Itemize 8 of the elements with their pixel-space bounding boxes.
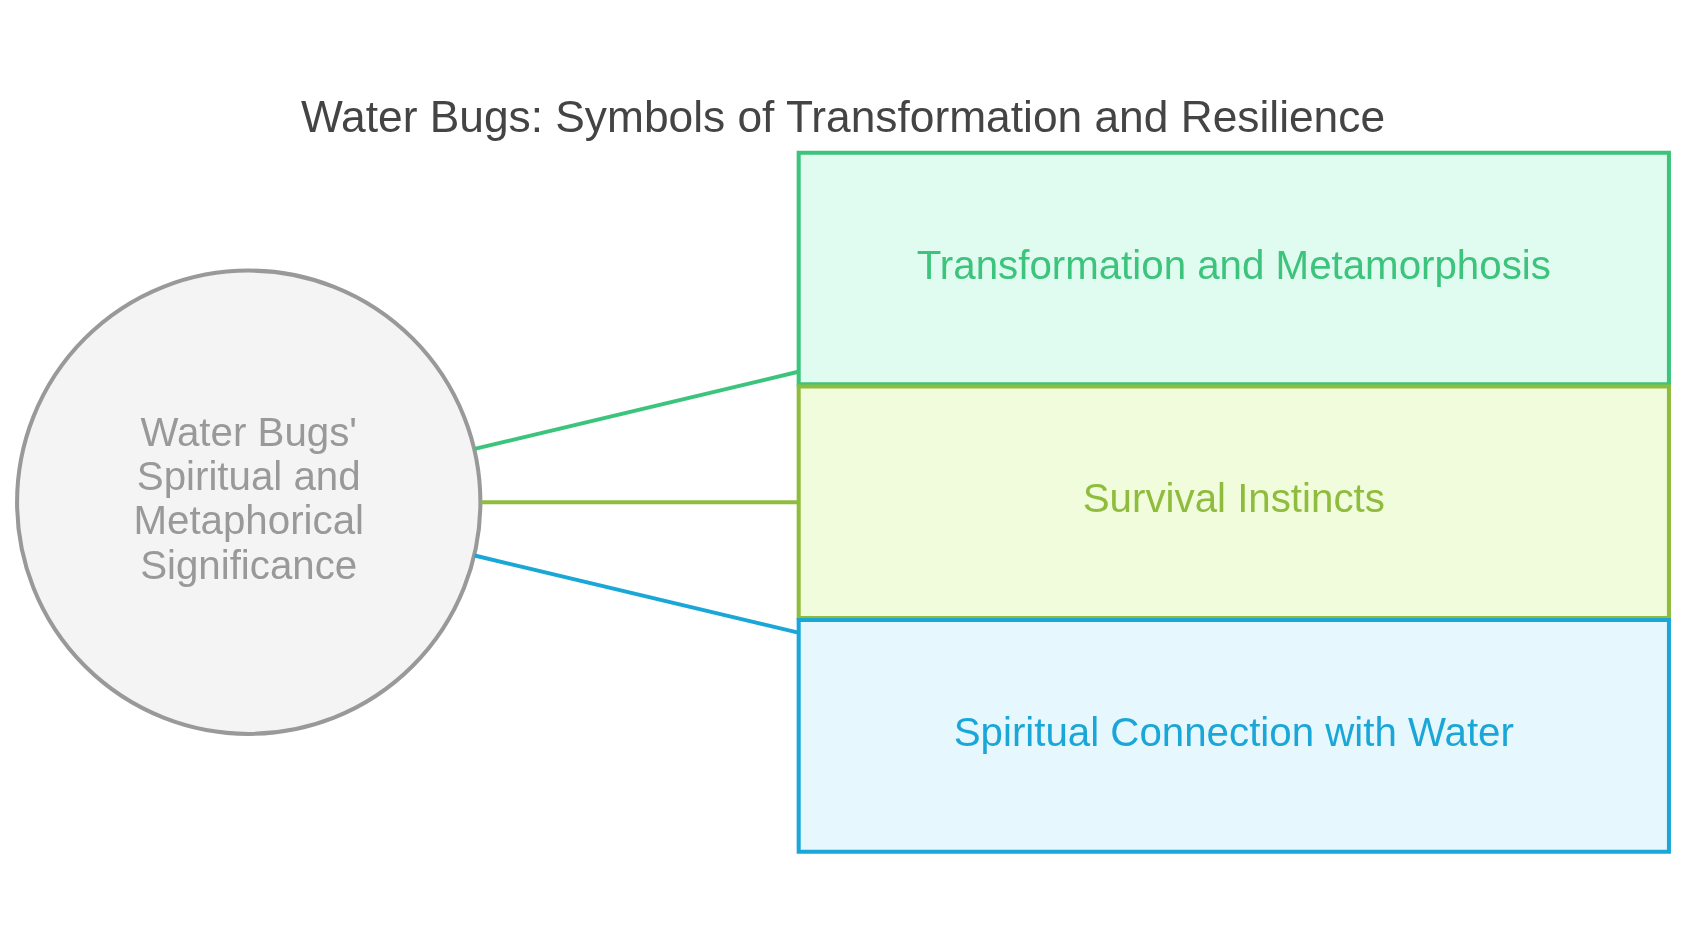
diagram-title: Water Bugs: Symbols of Transformation and Resilience [300, 91, 1385, 141]
node-box: Transformation and Metamorphosis [796, 150, 1671, 387]
node-circle: Water Bugs' Spiritual and Metaphorical Significance [14, 268, 482, 736]
connector [473, 553, 799, 635]
connector [473, 369, 799, 451]
node-box: Spiritual Connection with Water [796, 618, 1671, 854]
node-box: Survival Instincts [796, 384, 1671, 621]
connector [480, 500, 798, 505]
